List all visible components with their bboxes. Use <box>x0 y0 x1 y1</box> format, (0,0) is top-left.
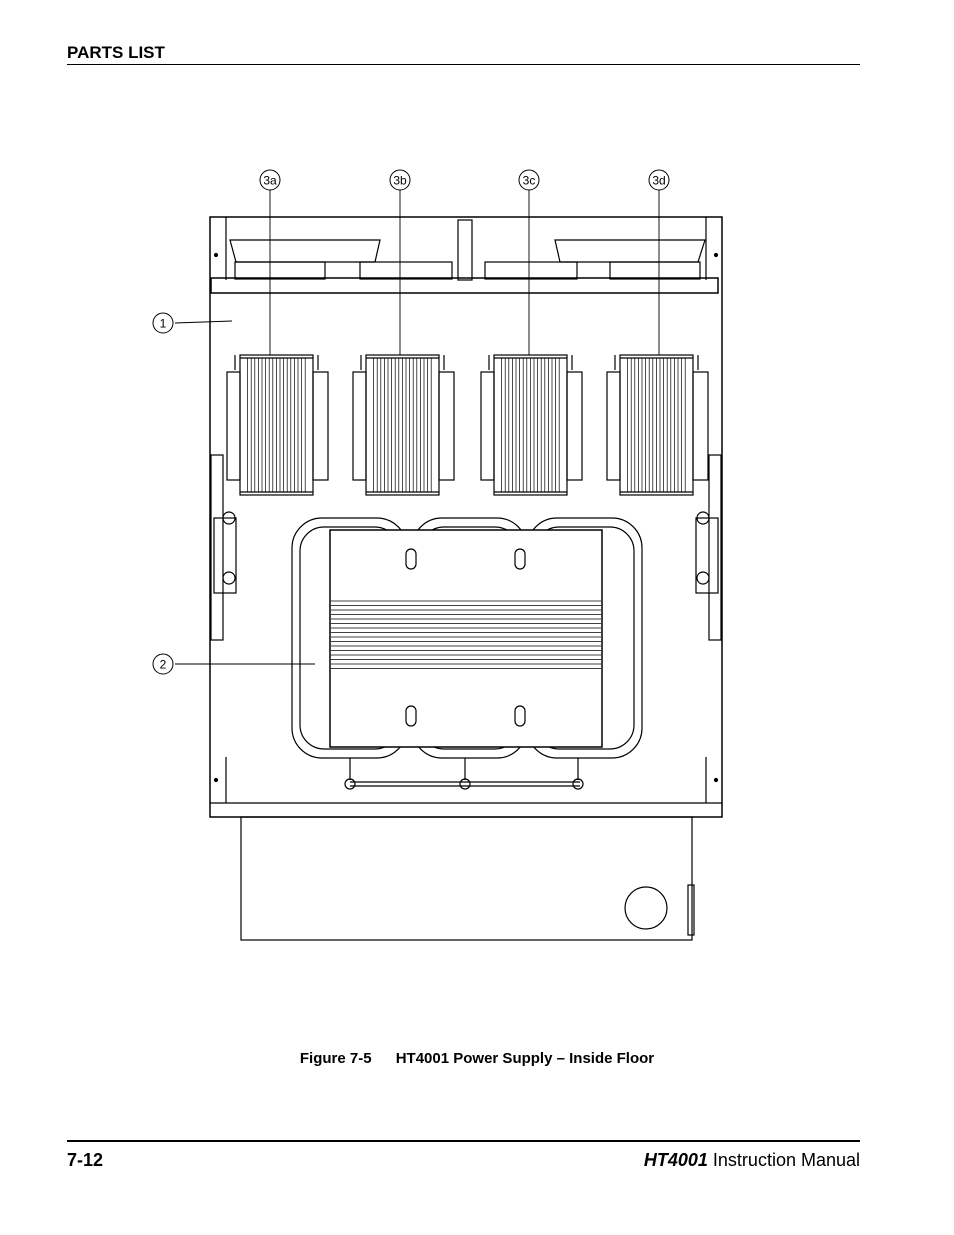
callout-1: 1 <box>152 312 174 334</box>
callout-2: 2 <box>152 653 174 675</box>
footer-rule <box>67 1140 860 1142</box>
callout-3d: 3d <box>648 169 670 191</box>
svg-text:3a: 3a <box>263 174 277 188</box>
caption-title: HT4001 Power Supply – Inside Floor <box>395 1050 655 1067</box>
lower-enclosure <box>240 816 693 941</box>
svg-text:3d: 3d <box>652 174 665 188</box>
figure-caption: Figure 7-5 HT4001 Power Supply – Inside … <box>0 1050 954 1067</box>
svg-text:2: 2 <box>160 658 167 672</box>
callout-3c: 3c <box>518 169 540 191</box>
page-number: 7-12 <box>67 1150 104 1170</box>
callout-3a: 3a <box>259 169 281 191</box>
transformer-core <box>329 529 603 748</box>
svg-text:3b: 3b <box>393 174 407 188</box>
svg-text:3c: 3c <box>523 174 536 188</box>
power-supply-drawing: 1 2 3a 3b 3c 3d <box>152 169 723 941</box>
chopper-modules <box>226 354 709 496</box>
section-title: PARTS LIST <box>67 43 165 62</box>
header-rule <box>67 64 860 65</box>
caption-number: Figure 7-5 <box>299 1050 372 1067</box>
svg-text:1: 1 <box>160 317 167 331</box>
model-name: HT4001 <box>643 1150 708 1170</box>
manual-title: HT4001 Instruction Manual <box>644 1150 860 1171</box>
callout-3b: 3b <box>389 169 411 191</box>
manual-label: Instruction Manual <box>712 1150 860 1170</box>
knockout-hole <box>624 886 668 930</box>
